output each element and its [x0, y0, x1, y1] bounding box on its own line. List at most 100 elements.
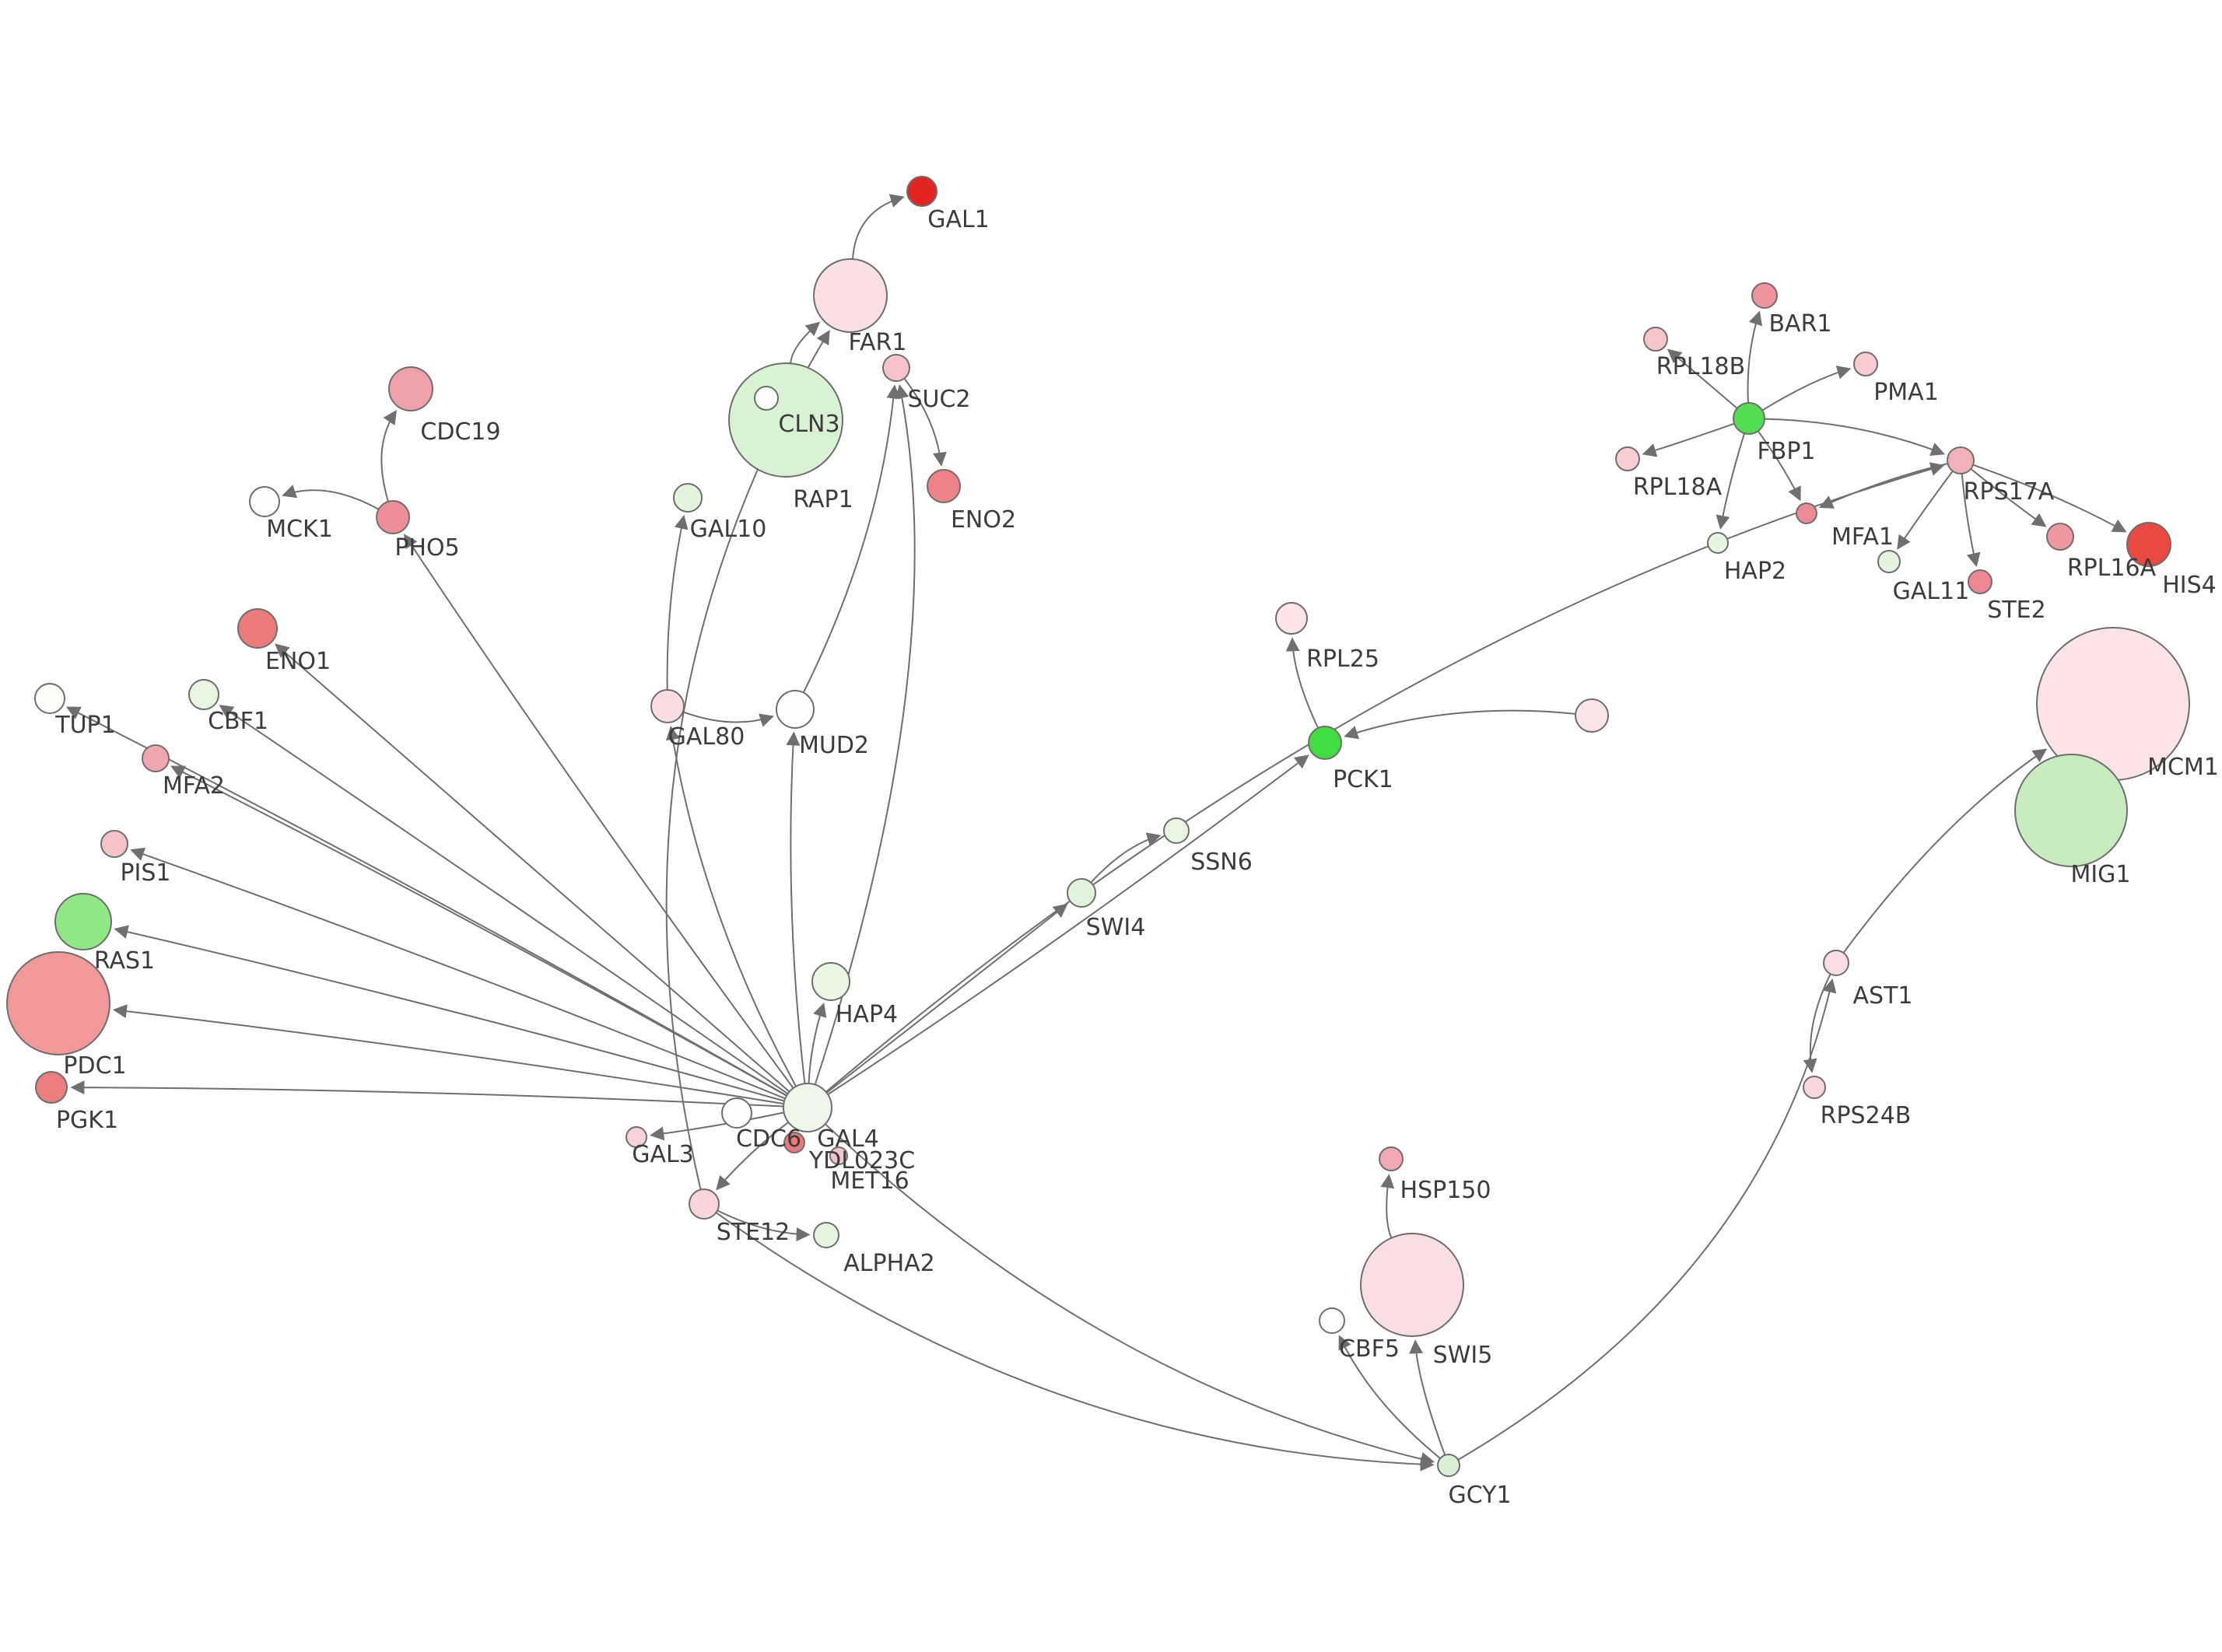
node-RPL18A[interactable]	[1615, 446, 1640, 471]
node-SSN6[interactable]	[1163, 817, 1190, 844]
edge-GAL4-PCK1[interactable]	[827, 754, 1309, 1095]
node-SWI4[interactable]	[1067, 878, 1096, 908]
node-MCK1[interactable]	[249, 486, 280, 517]
edge-GAL4-MFA2[interactable]	[170, 765, 787, 1097]
node-RPS17A[interactable]	[1947, 446, 1975, 474]
node-MET16[interactable]	[829, 1146, 848, 1165]
node-RPL18B[interactable]	[1643, 327, 1668, 352]
edge-RPS17A-RPL16A[interactable]	[1970, 468, 2047, 527]
edge-GAL4-MUD2[interactable]	[786, 731, 806, 1084]
edge-GAL4-CBF1[interactable]	[219, 705, 789, 1095]
node-HSP150[interactable]	[1379, 1146, 1404, 1171]
node-GAL3[interactable]	[626, 1126, 647, 1148]
node-STE2[interactable]	[1968, 569, 1992, 594]
edge-FAR1-GAL1[interactable]	[852, 194, 905, 260]
node-ENO2[interactable]	[927, 469, 961, 503]
edge-NODE1-PCK1[interactable]	[1344, 709, 1576, 740]
node-HAP2[interactable]	[1707, 532, 1729, 554]
node-SWI5[interactable]	[1360, 1233, 1464, 1337]
edge-RPS17A-STE2[interactable]	[1961, 473, 1981, 568]
edge-FBP1-MFA1[interactable]	[1757, 430, 1801, 502]
node-GAL11[interactable]	[1877, 550, 1901, 573]
edge-GCY1-CBF5[interactable]	[1338, 1335, 1441, 1459]
node-BAR1[interactable]	[1751, 282, 1778, 309]
edge-FBP1-RPS17A[interactable]	[1764, 418, 1946, 457]
edge-GAL4-SWI4[interactable]	[825, 903, 1068, 1094]
edge-GAL4-GCY1[interactable]	[824, 1123, 1435, 1466]
edge-PHO5-MCK1[interactable]	[282, 485, 380, 510]
node-SUC2[interactable]	[882, 354, 910, 382]
node-CDC19[interactable]	[388, 366, 433, 411]
edge-GAL4-GAL80[interactable]	[665, 726, 797, 1087]
node-GAL1[interactable]	[906, 176, 938, 207]
node-RPS24B[interactable]	[1803, 1076, 1826, 1099]
edge-MUD2-SUC2[interactable]	[802, 384, 901, 693]
edge-GAL80-MUD2[interactable]	[682, 711, 774, 727]
node-FAR1[interactable]	[813, 258, 888, 333]
edge-GAL4-GAL3[interactable]	[650, 1111, 784, 1141]
edge-GAL80-GAL10[interactable]	[666, 514, 689, 691]
node-NODE1[interactable]	[1575, 698, 1609, 733]
node-AST1[interactable]	[1823, 950, 1849, 976]
edge-GAL4-PGK1[interactable]	[70, 1080, 784, 1108]
edge-RPS17A-GAL11[interactable]	[1897, 471, 1954, 550]
edge-GCY1-AST1[interactable]	[1457, 978, 1837, 1461]
edge-GCY1-SWI5[interactable]	[1409, 1339, 1446, 1456]
edge-GAL4-ENO1[interactable]	[275, 643, 790, 1093]
node-PHO5[interactable]	[376, 500, 410, 534]
edge-PHO5-CDC19[interactable]	[380, 410, 397, 502]
node-FBP1[interactable]	[1733, 402, 1765, 435]
edge-FBP1-BAR1[interactable]	[1747, 310, 1763, 404]
edge-GAL4-SUC2[interactable]	[814, 383, 916, 1085]
edge-AST1-RPS24B[interactable]	[1803, 973, 1831, 1073]
node-GAL80[interactable]	[650, 689, 685, 723]
edge-AST1-MCM1[interactable]	[1842, 748, 2048, 954]
node-PMA1[interactable]	[1853, 352, 1878, 376]
node-CLN3[interactable]	[754, 386, 779, 411]
node-GAL10[interactable]	[673, 483, 703, 513]
edge-RPS17A-MFA1[interactable]	[1818, 463, 1948, 509]
edge-STE12-ALPHA2[interactable]	[717, 1209, 811, 1242]
node-GCY1[interactable]	[1437, 1454, 1460, 1477]
edge-STE12-GCY1[interactable]	[715, 1212, 1435, 1472]
node-PCK1[interactable]	[1308, 726, 1342, 760]
node-YDL023C[interactable]	[783, 1132, 805, 1153]
node-HIS4[interactable]	[2126, 522, 2171, 567]
edge-FBP1-RPL18A[interactable]	[1642, 422, 1735, 457]
edge-GAL4-STE12[interactable]	[716, 1122, 790, 1191]
node-MFA2[interactable]	[142, 744, 170, 772]
edge-GAL4-TUP1[interactable]	[65, 706, 787, 1097]
edge-SUC2-ENO2[interactable]	[903, 377, 947, 467]
edge-GAL4-RPS17A[interactable]	[825, 462, 1945, 1093]
edge-FBP1-RPL18B[interactable]	[1666, 348, 1738, 409]
node-PIS1[interactable]	[100, 830, 128, 858]
node-PGK1[interactable]	[35, 1071, 68, 1104]
node-RAS1[interactable]	[54, 893, 112, 950]
edge-GAL4-PDC1[interactable]	[112, 1004, 784, 1105]
edge-GAL4-PHO5[interactable]	[404, 534, 794, 1089]
edge-SWI5-HSP150[interactable]	[1380, 1174, 1395, 1239]
node-MUD2[interactable]	[776, 690, 815, 729]
edge-SWI4-SSN6[interactable]	[1090, 832, 1162, 884]
node-ENO1[interactable]	[237, 608, 278, 649]
edge-PCK1-RPL25[interactable]	[1285, 637, 1320, 729]
edge-GAL4-RAS1[interactable]	[114, 925, 785, 1102]
node-MFA1[interactable]	[1796, 502, 1817, 524]
node-CBF1[interactable]	[188, 679, 219, 710]
node-RPL16A[interactable]	[2046, 523, 2074, 551]
node-PDC1[interactable]	[6, 951, 110, 1055]
edge-FBP1-HAP2[interactable]	[1716, 432, 1746, 530]
node-TUP1[interactable]	[34, 683, 65, 714]
node-GAL4[interactable]	[783, 1083, 832, 1132]
edge-RPS17A-HIS4[interactable]	[1972, 464, 2127, 533]
edge-RAP1-FAR1[interactable]	[790, 321, 821, 364]
node-HAP4[interactable]	[811, 962, 850, 1001]
node-STE12[interactable]	[689, 1188, 720, 1220]
node-RPL25[interactable]	[1275, 602, 1308, 635]
edge-GAL4-HAP4[interactable]	[808, 1002, 827, 1084]
node-MIG1[interactable]	[2014, 754, 2128, 867]
node-CDC6[interactable]	[721, 1097, 752, 1129]
edge-FBP1-PMA1[interactable]	[1761, 366, 1852, 411]
node-CBF5[interactable]	[1319, 1307, 1345, 1334]
node-ALPHA2[interactable]	[813, 1222, 839, 1248]
